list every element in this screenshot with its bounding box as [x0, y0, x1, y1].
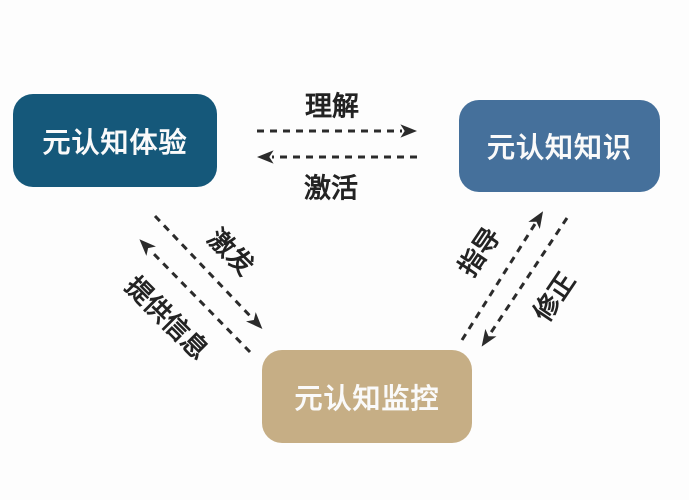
node-metacognitive-knowledge: 元认知知识: [459, 100, 660, 192]
arrow-revise: [481, 217, 569, 347]
arrow-provide-info: [139, 239, 252, 354]
node-metacognitive-experience: 元认知体验: [13, 94, 217, 187]
edge-label-activate: 激活: [304, 173, 358, 204]
node-label-monitoring: 元认知监控: [294, 382, 440, 414]
arrow-guide: [460, 211, 544, 341]
node-metacognitive-monitoring: 元认知监控: [262, 350, 472, 443]
node-label-knowledge: 元认知知识: [486, 132, 632, 163]
edge-label-understand: 理解: [305, 91, 359, 122]
node-label-experience: 元认知体验: [42, 126, 188, 158]
arrow-stimulate: [153, 214, 263, 329]
